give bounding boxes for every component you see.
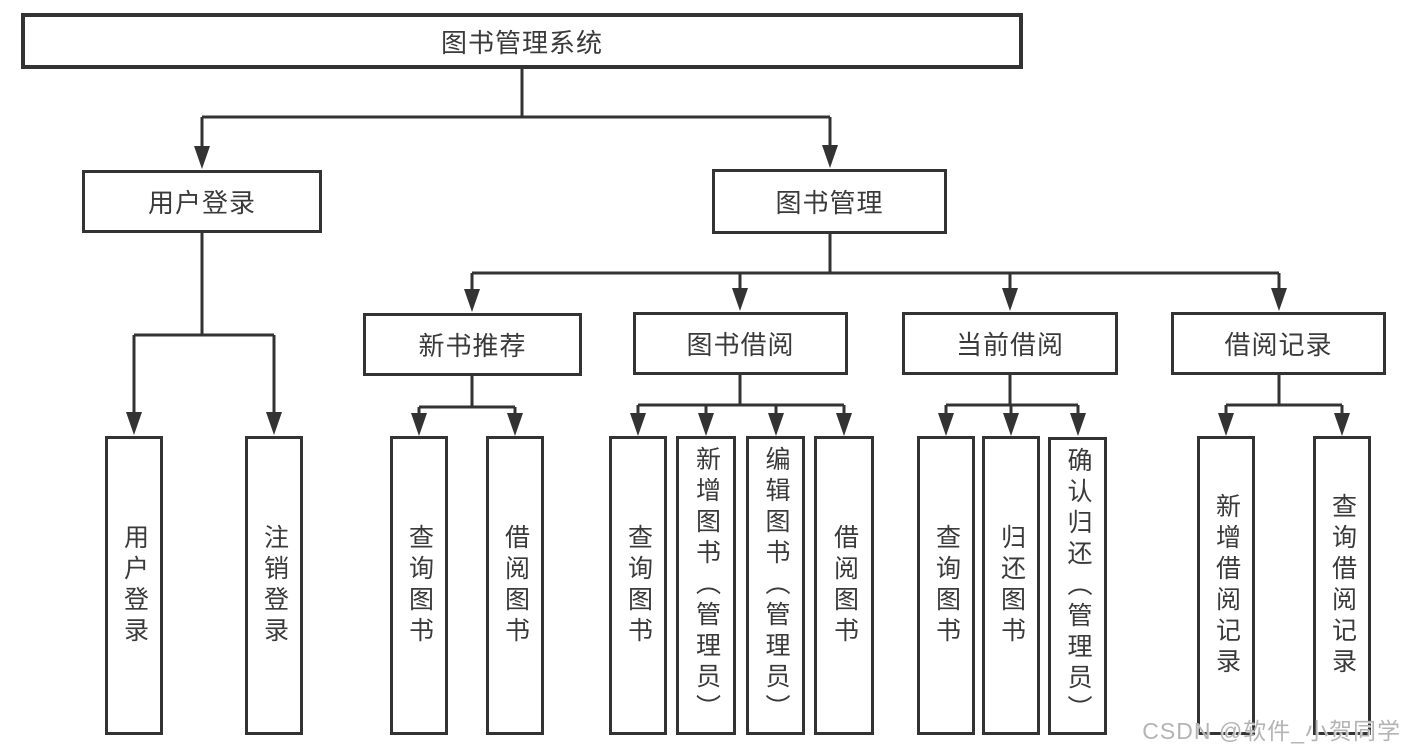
node-label: 用户登录	[120, 523, 149, 648]
node-user-login: 用户登录	[82, 170, 322, 233]
node-label: 查询借阅记录	[1328, 492, 1357, 679]
node-label: 新增图书（管理员）	[692, 446, 721, 725]
watermark: CSDN @软件_小贺同学	[1142, 718, 1401, 744]
node-label: 借阅记录	[1224, 330, 1333, 360]
node-leaf-return-books: 归还图书	[982, 436, 1040, 735]
node-current-borrowing: 当前借阅	[902, 312, 1118, 375]
node-label: 查询图书	[624, 523, 653, 648]
node-leaf-logout: 注销登录	[245, 436, 303, 735]
node-label: 图书借阅	[686, 330, 795, 360]
node-label: 借阅图书	[501, 523, 530, 648]
node-label: 当前借阅	[955, 330, 1064, 360]
node-label: 查询图书	[405, 523, 434, 648]
node-leaf-query-books-3: 查询图书	[917, 436, 975, 735]
node-library-management-system: 图书管理系统	[21, 13, 1023, 69]
node-leaf-query-borrow-record: 查询借阅记录	[1313, 436, 1371, 735]
node-leaf-confirm-return-admin: 确认归还（管理员）	[1048, 437, 1107, 735]
node-book-management: 图书管理	[712, 169, 947, 234]
node-borrowing-records: 借阅记录	[1171, 312, 1386, 375]
node-label: 查询图书	[932, 523, 961, 648]
node-leaf-user-login: 用户登录	[105, 436, 163, 735]
node-label: 借阅图书	[830, 523, 859, 648]
node-label: 归还图书	[997, 523, 1026, 648]
node-label: 编辑图书（管理员）	[762, 446, 790, 725]
node-new-book-recommendation: 新书推荐	[363, 313, 582, 376]
node-label: 图书管理	[775, 188, 884, 218]
node-leaf-edit-books-admin: 编辑图书（管理员）	[746, 436, 805, 735]
node-leaf-borrow-books-1: 借阅图书	[486, 436, 544, 735]
node-label: 用户登录	[147, 188, 256, 218]
node-leaf-query-books-2: 查询图书	[609, 436, 667, 735]
node-leaf-add-borrow-record: 新增借阅记录	[1197, 436, 1255, 735]
node-book-borrowing: 图书借阅	[633, 312, 848, 375]
node-leaf-query-books-1: 查询图书	[390, 436, 448, 735]
node-leaf-add-books-admin: 新增图书（管理员）	[676, 436, 736, 735]
node-label: 图书管理系统	[440, 27, 603, 58]
node-label: 新增借阅记录	[1212, 492, 1241, 679]
node-leaf-borrow-books-2: 借阅图书	[814, 436, 874, 735]
node-label: 注销登录	[260, 523, 289, 648]
node-label: 新书推荐	[418, 331, 527, 361]
arrowhead-icons	[126, 145, 1350, 436]
node-label: 确认归还（管理员）	[1064, 446, 1092, 726]
